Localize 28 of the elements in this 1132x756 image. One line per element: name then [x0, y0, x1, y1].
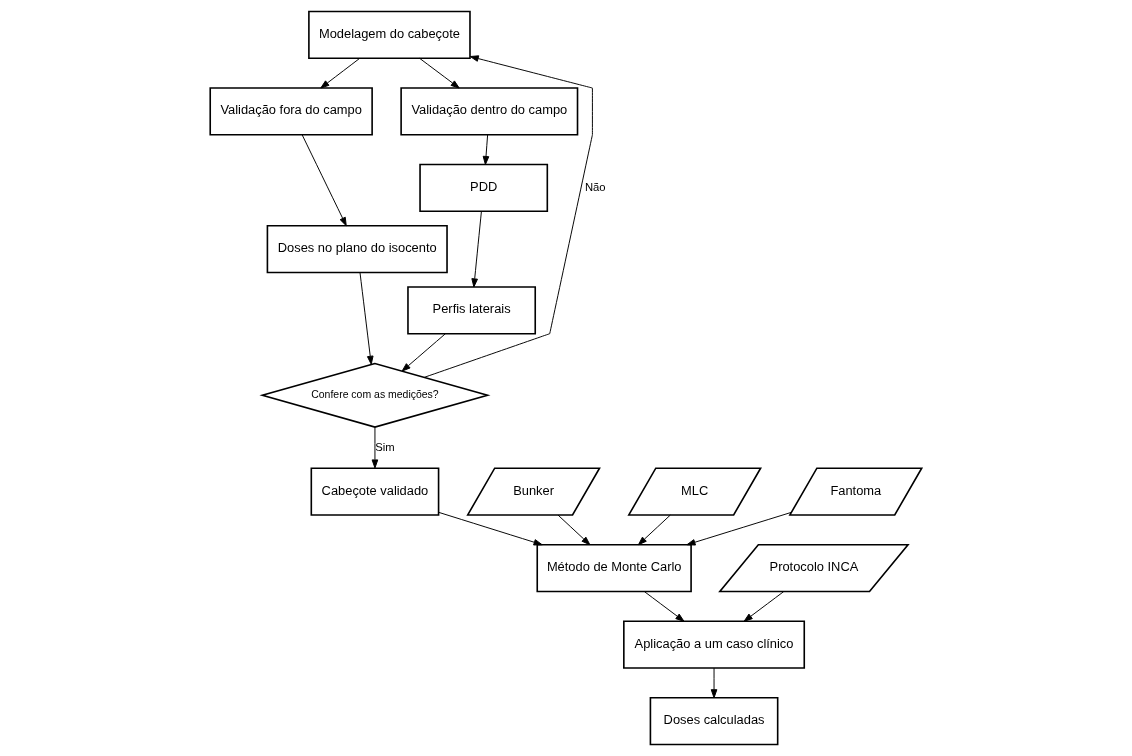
arrow [301, 134, 347, 227]
arrow [371, 426, 379, 469]
node-box: Validação fora do campo [209, 87, 373, 136]
arrow [482, 134, 490, 165]
arrow [401, 333, 446, 372]
arrow [643, 591, 685, 622]
node-box: PDD [419, 163, 549, 213]
node-box: Aplicação a um caso clínico [623, 620, 806, 669]
node-box: Doses no plano do isocento [266, 224, 448, 274]
arrow [638, 514, 671, 546]
node-box: Cabeçote validado [310, 467, 440, 516]
arrow [320, 57, 361, 89]
node-box: Perfis laterais [407, 286, 537, 335]
arrow [471, 210, 482, 288]
node-box: Doses calculadas [649, 696, 779, 746]
arrow [557, 514, 591, 546]
arrow [743, 591, 785, 622]
edge-label: Não [584, 180, 606, 193]
arrow [438, 511, 543, 546]
arrow [686, 511, 792, 546]
arrow [423, 55, 593, 378]
arrow [710, 667, 718, 699]
arrow [359, 272, 374, 365]
edge-label: Sim [375, 440, 395, 453]
node-box: Modelagem do cabeçote [308, 10, 471, 60]
node-box: Método de Monte Carlo [536, 543, 692, 593]
arrow [419, 57, 460, 89]
node-box: Validação dentro do campo [400, 87, 579, 136]
